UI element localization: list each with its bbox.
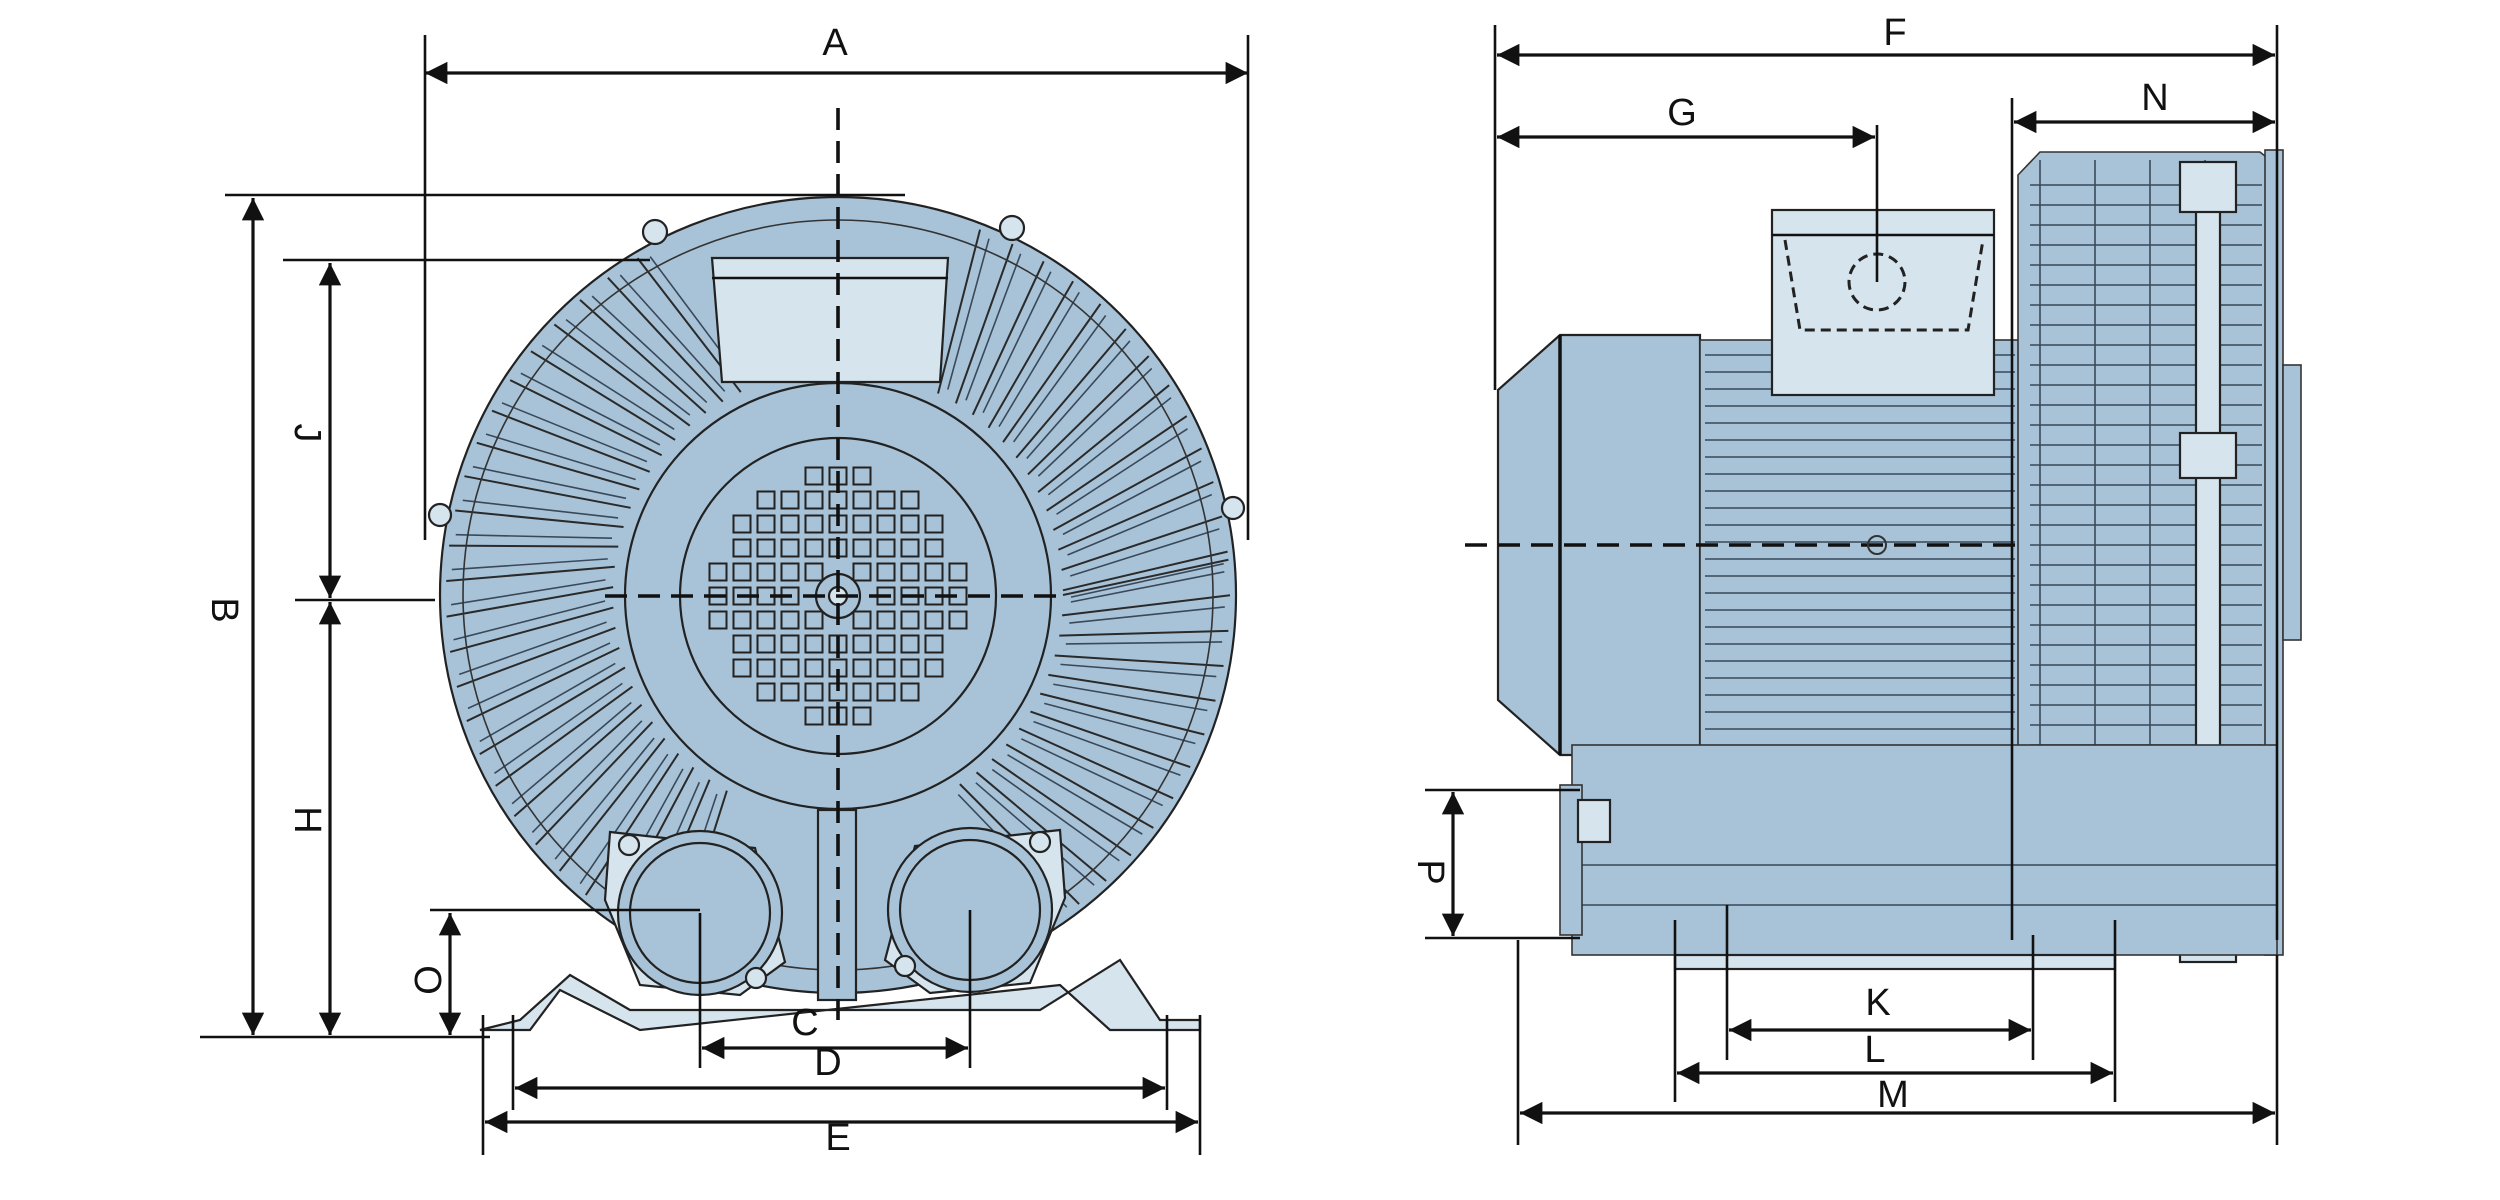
front-view — [427, 108, 1246, 1032]
side-motor-body — [1699, 339, 2021, 761]
label-H: H — [286, 806, 328, 833]
label-L: L — [1864, 1029, 1885, 1071]
side-base-block — [1571, 744, 2278, 956]
label-J: J — [286, 424, 328, 443]
label-M: M — [1877, 1074, 1909, 1116]
terminal-box — [1770, 208, 1996, 397]
label-O: O — [406, 965, 448, 995]
side-view — [1465, 149, 2302, 971]
side-dimensions: F G N P K L M — [1409, 12, 2279, 1145]
top-outlet-box — [710, 256, 950, 384]
label-N: N — [2141, 77, 2168, 119]
left-port — [603, 829, 787, 997]
right-port — [883, 826, 1067, 995]
label-G: G — [1667, 92, 1697, 134]
label-F: F — [1883, 12, 1906, 54]
label-A: A — [822, 22, 848, 64]
label-C: C — [791, 1002, 818, 1044]
label-K: K — [1865, 982, 1890, 1024]
label-P: P — [1409, 859, 1451, 884]
label-D: D — [814, 1042, 841, 1084]
motor-ribs — [1705, 354, 2015, 747]
label-B: B — [203, 597, 245, 622]
front-dimensions: A B J H O C D E — [200, 22, 1250, 1159]
side-foot — [1673, 953, 2117, 971]
label-E: E — [825, 1117, 850, 1159]
cooling-fins — [446, 219, 1231, 971]
